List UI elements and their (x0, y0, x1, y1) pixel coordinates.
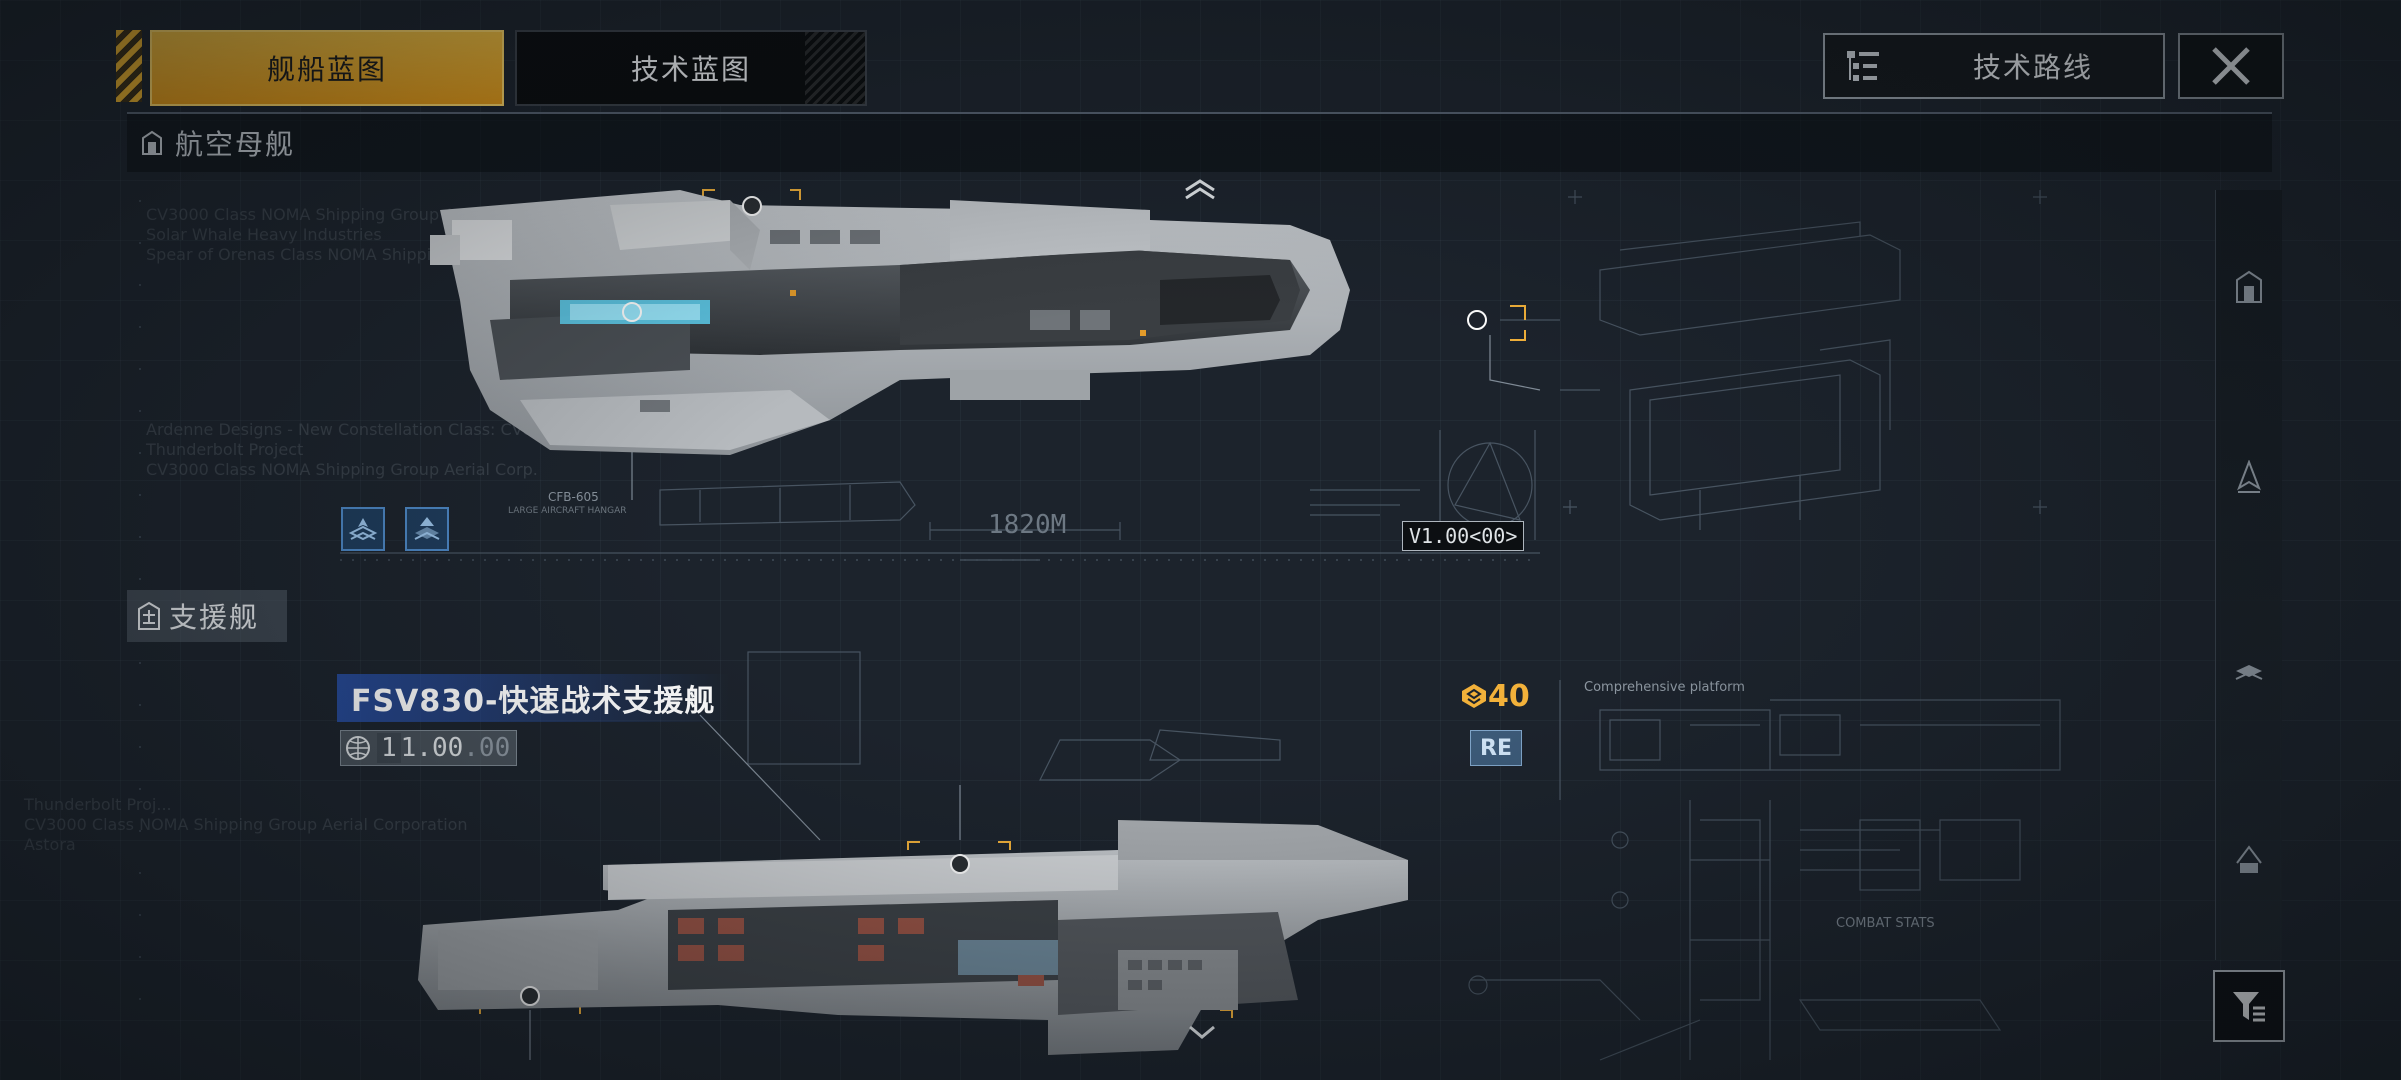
version-tag: V1.00<00> (1402, 521, 1525, 551)
globe-icon (346, 736, 370, 760)
chevron-down-icon[interactable] (1185, 1022, 1219, 1044)
hangar-icon (142, 130, 162, 155)
tech-route-button[interactable]: 技术路线 (1823, 33, 2165, 99)
section-header-support: 支援舰 (127, 590, 287, 642)
hangar-label: CFB-605 (548, 490, 599, 504)
tab-tech-blueprint[interactable]: 技术蓝图 (515, 30, 867, 106)
tab-ship-blueprint[interactable]: 舰船蓝图 (150, 30, 504, 106)
tab-edge-stripe (116, 30, 142, 102)
carrier-icon[interactable] (2234, 270, 2264, 304)
close-icon (2212, 47, 2250, 85)
filter-icon (2233, 992, 2265, 1022)
section-header-carrier: 航空母舰 (127, 112, 2272, 172)
section-title-carrier: 航空母舰 (175, 128, 296, 161)
frigate-icon[interactable] (2234, 655, 2264, 689)
ship-version-dim: .00 (463, 733, 511, 763)
chevron-up-icon[interactable] (1183, 178, 1217, 200)
support-icon (138, 601, 160, 630)
ship-cost-value: 40 (1488, 678, 1530, 714)
destroyer-icon[interactable] (2234, 460, 2264, 494)
tab-tech-blueprint-label: 技术蓝图 (630, 53, 751, 86)
carrier-ship-image[interactable] (430, 170, 1450, 470)
fighter-icon (348, 518, 378, 541)
ghost-text-support: Thunderbolt Proj... CV3000 Class NOMA Sh… (24, 795, 468, 854)
escort-deploy-button[interactable] (405, 507, 449, 551)
tech-route-icon (1843, 46, 1903, 86)
filter-button[interactable] (2213, 970, 2285, 1042)
ship-version-main: 1.00 (400, 733, 464, 763)
section-title-support: 支援舰 (169, 601, 260, 634)
close-button[interactable] (2178, 33, 2284, 99)
tech-route-label: 技术路线 (1972, 51, 2093, 84)
hangar-sub-label: LARGE AIRCRAFT HANGAR (508, 506, 627, 516)
platform-label: Comprehensive platform (1584, 680, 1745, 695)
ship-version: 1 1.00 .00 (340, 730, 518, 766)
cost-icon (1462, 684, 1486, 708)
combat-stats-label: COMBAT STATS (1836, 916, 1935, 931)
support-ship-image[interactable] (418, 800, 1418, 1060)
support-ship-icon[interactable] (2234, 843, 2264, 877)
ship-cost: 40 (1460, 676, 1530, 716)
tab-ship-blueprint-label: 舰船蓝图 (266, 53, 387, 86)
escort-icon (414, 517, 440, 540)
ship-title: FSV830-快速战术支援舰 (337, 674, 730, 722)
fighter-deploy-button[interactable] (341, 507, 385, 551)
carrier-target-circle[interactable] (1465, 308, 1489, 332)
ship-version-prefix: 1 (377, 733, 401, 763)
scale-label: 1820M (988, 510, 1067, 540)
rank-badge: RE (1470, 730, 1522, 766)
